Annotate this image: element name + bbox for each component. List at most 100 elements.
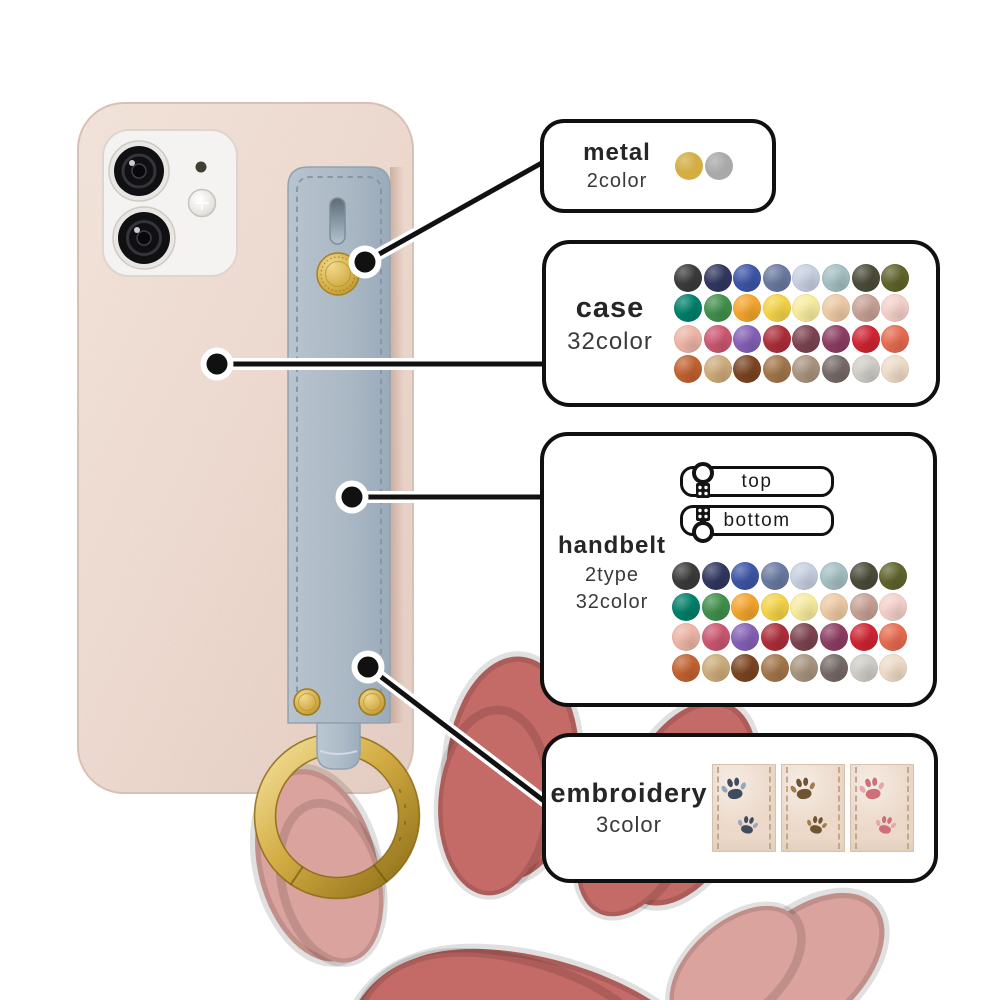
handbelt-color-swatch — [701, 623, 730, 652]
callout-line-embroidery — [365, 664, 547, 804]
case-color-grid — [674, 263, 910, 384]
case-color-swatch — [703, 324, 732, 353]
strap-shadow — [390, 167, 404, 723]
case-color-swatch — [733, 324, 762, 353]
metal-color-swatch — [674, 152, 703, 180]
handbelt-type-bottom: bottom — [680, 505, 834, 543]
case-color-count: 32color — [567, 327, 653, 355]
handbelt-color-swatch — [731, 592, 760, 621]
case-color-swatch — [851, 355, 880, 384]
handbelt-color-swatch — [819, 623, 848, 652]
handbelt-color-swatch — [701, 653, 730, 682]
carabiner-top-icon — [692, 462, 714, 498]
handbelt-color-swatch — [879, 653, 908, 682]
handbelt-color-swatch — [790, 592, 819, 621]
case-color-swatch — [851, 294, 880, 323]
metal-color-count: 2color — [586, 169, 648, 192]
case-color-swatch — [821, 324, 850, 353]
embroidery-title: embroidery — [550, 778, 708, 809]
case-color-swatch — [733, 294, 762, 323]
handbelt-color-swatch — [849, 592, 878, 621]
case-color-swatch — [703, 263, 732, 292]
case-color-swatch — [703, 294, 732, 323]
handbelt-color-swatch — [849, 562, 878, 590]
strap-stitching — [296, 176, 382, 712]
strap-loop — [316, 722, 361, 770]
handbelt-color-swatch — [819, 592, 848, 621]
callout-dots — [200, 245, 385, 684]
handbelt-type-bottom-label: bottom — [723, 509, 791, 531]
strap-rivets — [293, 688, 386, 716]
handbelt-color-swatch — [879, 623, 908, 652]
callout-dot-metal — [354, 251, 376, 273]
case-color-swatch — [821, 294, 850, 323]
strap-slot — [329, 197, 346, 245]
handbelt-color-swatch — [790, 562, 819, 590]
handbelt-color-swatch — [672, 562, 700, 590]
handbelt-color-swatch — [672, 653, 700, 682]
metal-options-panel: metal 2color — [540, 119, 776, 213]
handbelt-color-swatch — [819, 562, 848, 590]
case-color-swatch — [703, 355, 732, 384]
handbelt-color-swatch — [849, 623, 878, 652]
paw-preview-pink — [850, 764, 914, 852]
handbelt-color-swatch — [760, 623, 789, 652]
case-color-swatch — [881, 355, 910, 384]
case-color-swatch — [881, 294, 910, 323]
handbelt-type-top-label: top — [741, 470, 773, 492]
camera-lens-top — [108, 140, 170, 202]
handbelt-color-swatch — [760, 653, 789, 682]
callout-dot-embroidery — [357, 656, 379, 678]
case-color-swatch — [881, 324, 910, 353]
handbelt-color-swatch — [790, 623, 819, 652]
embroidery-color-count: 3color — [596, 812, 662, 838]
handbelt-color-swatch — [849, 653, 878, 682]
handbelt-color-swatch — [701, 592, 730, 621]
case-color-swatch — [762, 294, 791, 323]
embroidery-swatches — [712, 764, 914, 852]
handbelt-title: handbelt — [558, 532, 666, 559]
metal-color-options — [674, 152, 733, 180]
handbelt-color-swatch — [760, 562, 789, 590]
case-color-swatch — [792, 355, 821, 384]
case-color-swatch — [821, 355, 850, 384]
handbelt-color-swatch — [731, 653, 760, 682]
case-color-swatch — [674, 355, 702, 384]
camera-flash — [187, 188, 217, 218]
case-color-swatch — [792, 324, 821, 353]
case-color-swatch — [674, 263, 702, 292]
callout-dot-case — [206, 353, 228, 375]
handbelt-type-top: top — [680, 462, 834, 498]
handbelt-type-count: 2type — [585, 563, 639, 586]
case-color-swatch — [733, 263, 762, 292]
handbelt-color-swatch — [672, 623, 700, 652]
handbelt-color-swatch — [731, 562, 760, 590]
case-color-swatch — [881, 263, 910, 292]
handbelt-color-grid — [672, 562, 908, 682]
case-color-swatch — [674, 294, 702, 323]
embroidery-swatch-pink — [850, 764, 914, 852]
handbelt-color-swatch — [879, 562, 908, 590]
strap-button-metal — [316, 252, 360, 296]
embroidery-swatch-navy — [712, 764, 776, 852]
handbelt-color-swatch — [672, 592, 700, 621]
callout-dot-handbelt — [341, 486, 363, 508]
handbelt-color-swatch — [731, 623, 760, 652]
handbelt-color-swatch — [819, 653, 848, 682]
case-options-panel: case 32color — [542, 240, 940, 407]
case-color-swatch — [792, 294, 821, 323]
handbelt-color-swatch — [879, 592, 908, 621]
case-color-swatch — [821, 263, 850, 292]
case-color-swatch — [762, 355, 791, 384]
embroidery-options-panel: embroidery 3color — [542, 733, 938, 883]
handbelt-color-swatch — [790, 653, 819, 682]
camera-lens-bottom — [112, 206, 176, 270]
handbelt-type-options: top bottom — [680, 462, 834, 543]
case-color-swatch — [674, 324, 702, 353]
paw-preview-navy — [712, 764, 776, 852]
ring-engraving — [398, 788, 407, 842]
handbelt-color-swatch — [701, 562, 730, 590]
carabiner-bottom-icon — [692, 506, 714, 543]
handbelt-color-swatch — [760, 592, 789, 621]
